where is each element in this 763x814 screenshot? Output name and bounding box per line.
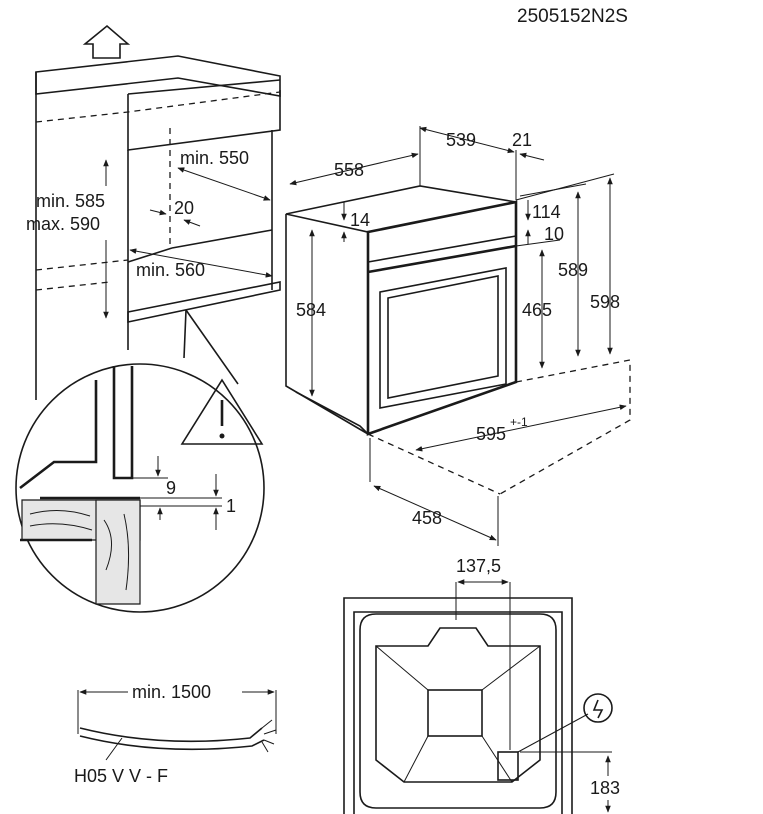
oven-body-height: 584 (296, 300, 326, 320)
cable-drawing: min. 1500 H05 V V - F (74, 682, 277, 786)
cabinet-width-min: min. 560 (136, 260, 205, 280)
cabinet-depth-min: min. 550 (180, 148, 249, 168)
oven-drawing: 558 539 21 14 584 114 10 465 589 598 (285, 126, 631, 546)
detail-offset-b: 1 (226, 496, 236, 516)
electric-plug-icon (583, 693, 613, 723)
socket-offset-x: 137,5 (456, 556, 501, 576)
rear-view: 137,5 183 (343, 556, 620, 814)
oven-height-inner: 589 (558, 260, 588, 280)
detail-offset-a: 9 (166, 478, 176, 498)
cabinet-height-max: max. 590 (26, 214, 100, 234)
detail-view: 9 1 (15, 363, 265, 613)
cable-length-min: min. 1500 (132, 682, 211, 702)
oven-front-top: 114 (532, 202, 561, 222)
socket-offset-y: 183 (590, 778, 620, 798)
cabinet-drawing: min. 585 max. 590 min. 550 20 min. 560 (26, 24, 281, 400)
oven-top-offset: 14 (350, 210, 370, 230)
oven-front-gap: 10 (544, 224, 564, 244)
oven-width-tolerance: +-1 (510, 415, 528, 429)
warning-icon (180, 378, 264, 445)
oven-depth-body: 539 (446, 130, 476, 150)
oven-width: 595 (476, 424, 506, 444)
cable-type: H05 V V - F (74, 766, 168, 786)
oven-height-total: 598 (590, 292, 620, 312)
cabinet-height-min: min. 585 (36, 191, 105, 211)
oven-depth-bottom: 458 (412, 508, 442, 528)
cabinet-gap: 20 (174, 198, 194, 218)
oven-front-thickness: 21 (512, 130, 532, 150)
reference-code: 2505152N2S (517, 6, 628, 27)
arrow-up-icon (82, 24, 131, 59)
oven-door-height: 465 (522, 300, 552, 320)
oven-depth-total: 558 (334, 160, 364, 180)
